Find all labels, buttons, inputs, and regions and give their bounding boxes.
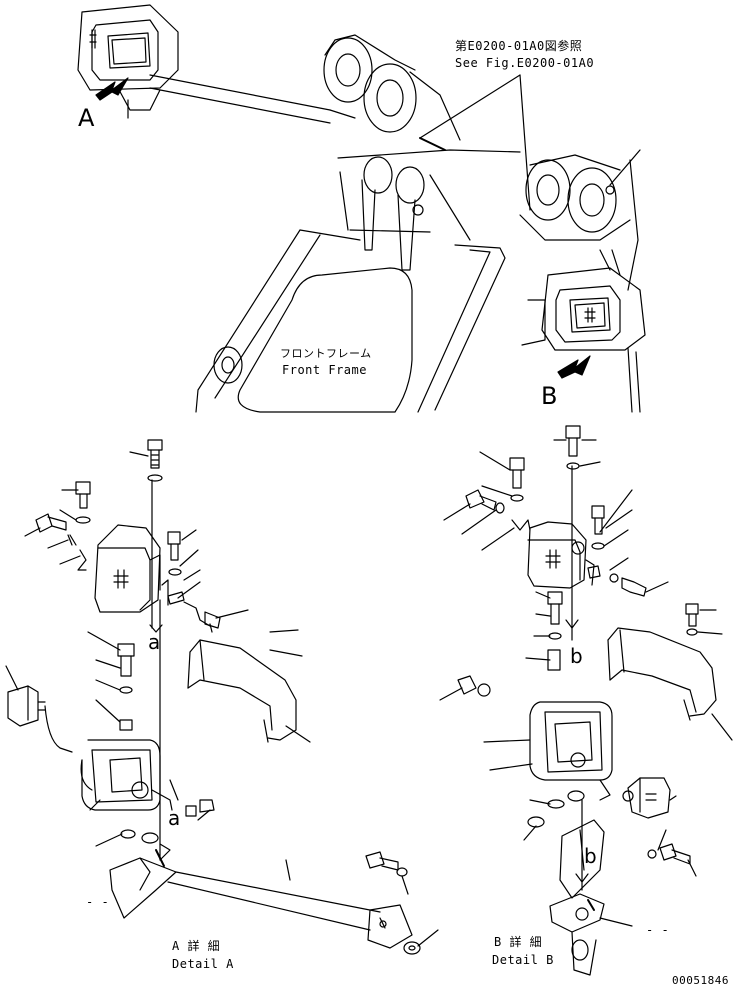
drawing-number: 00051846 (672, 974, 729, 987)
view-b-label: B (541, 382, 558, 410)
detail-a-mark-upper: a (148, 630, 161, 654)
front-frame-overview (78, 5, 645, 412)
dash-marker-right: - - (646, 923, 670, 937)
detail-b-title-en: Detail B (492, 953, 554, 967)
detail-a-title-jp: A 詳 細 (172, 939, 221, 953)
reference-label-jp: 第E0200-01A0図参照 (455, 39, 583, 53)
detail-b-mark-lower: b (584, 844, 598, 868)
detail-a-title-en: Detail A (172, 957, 234, 971)
detail-b-title-jp: B 詳 細 (494, 935, 543, 949)
front-frame-label-en: Front Frame (282, 363, 367, 377)
reference-label-en: See Fig.E0200-01A0 (455, 56, 595, 70)
detail-a-drawing (6, 440, 438, 954)
view-a-label: A (78, 104, 95, 132)
detail-b-drawing (440, 426, 732, 975)
front-frame-label-jp: フロントフレーム (280, 347, 372, 360)
dash-marker-left: - - (86, 895, 110, 909)
detail-a-mark-lower: a (168, 806, 181, 830)
detail-b-mark-upper: b (570, 644, 584, 668)
